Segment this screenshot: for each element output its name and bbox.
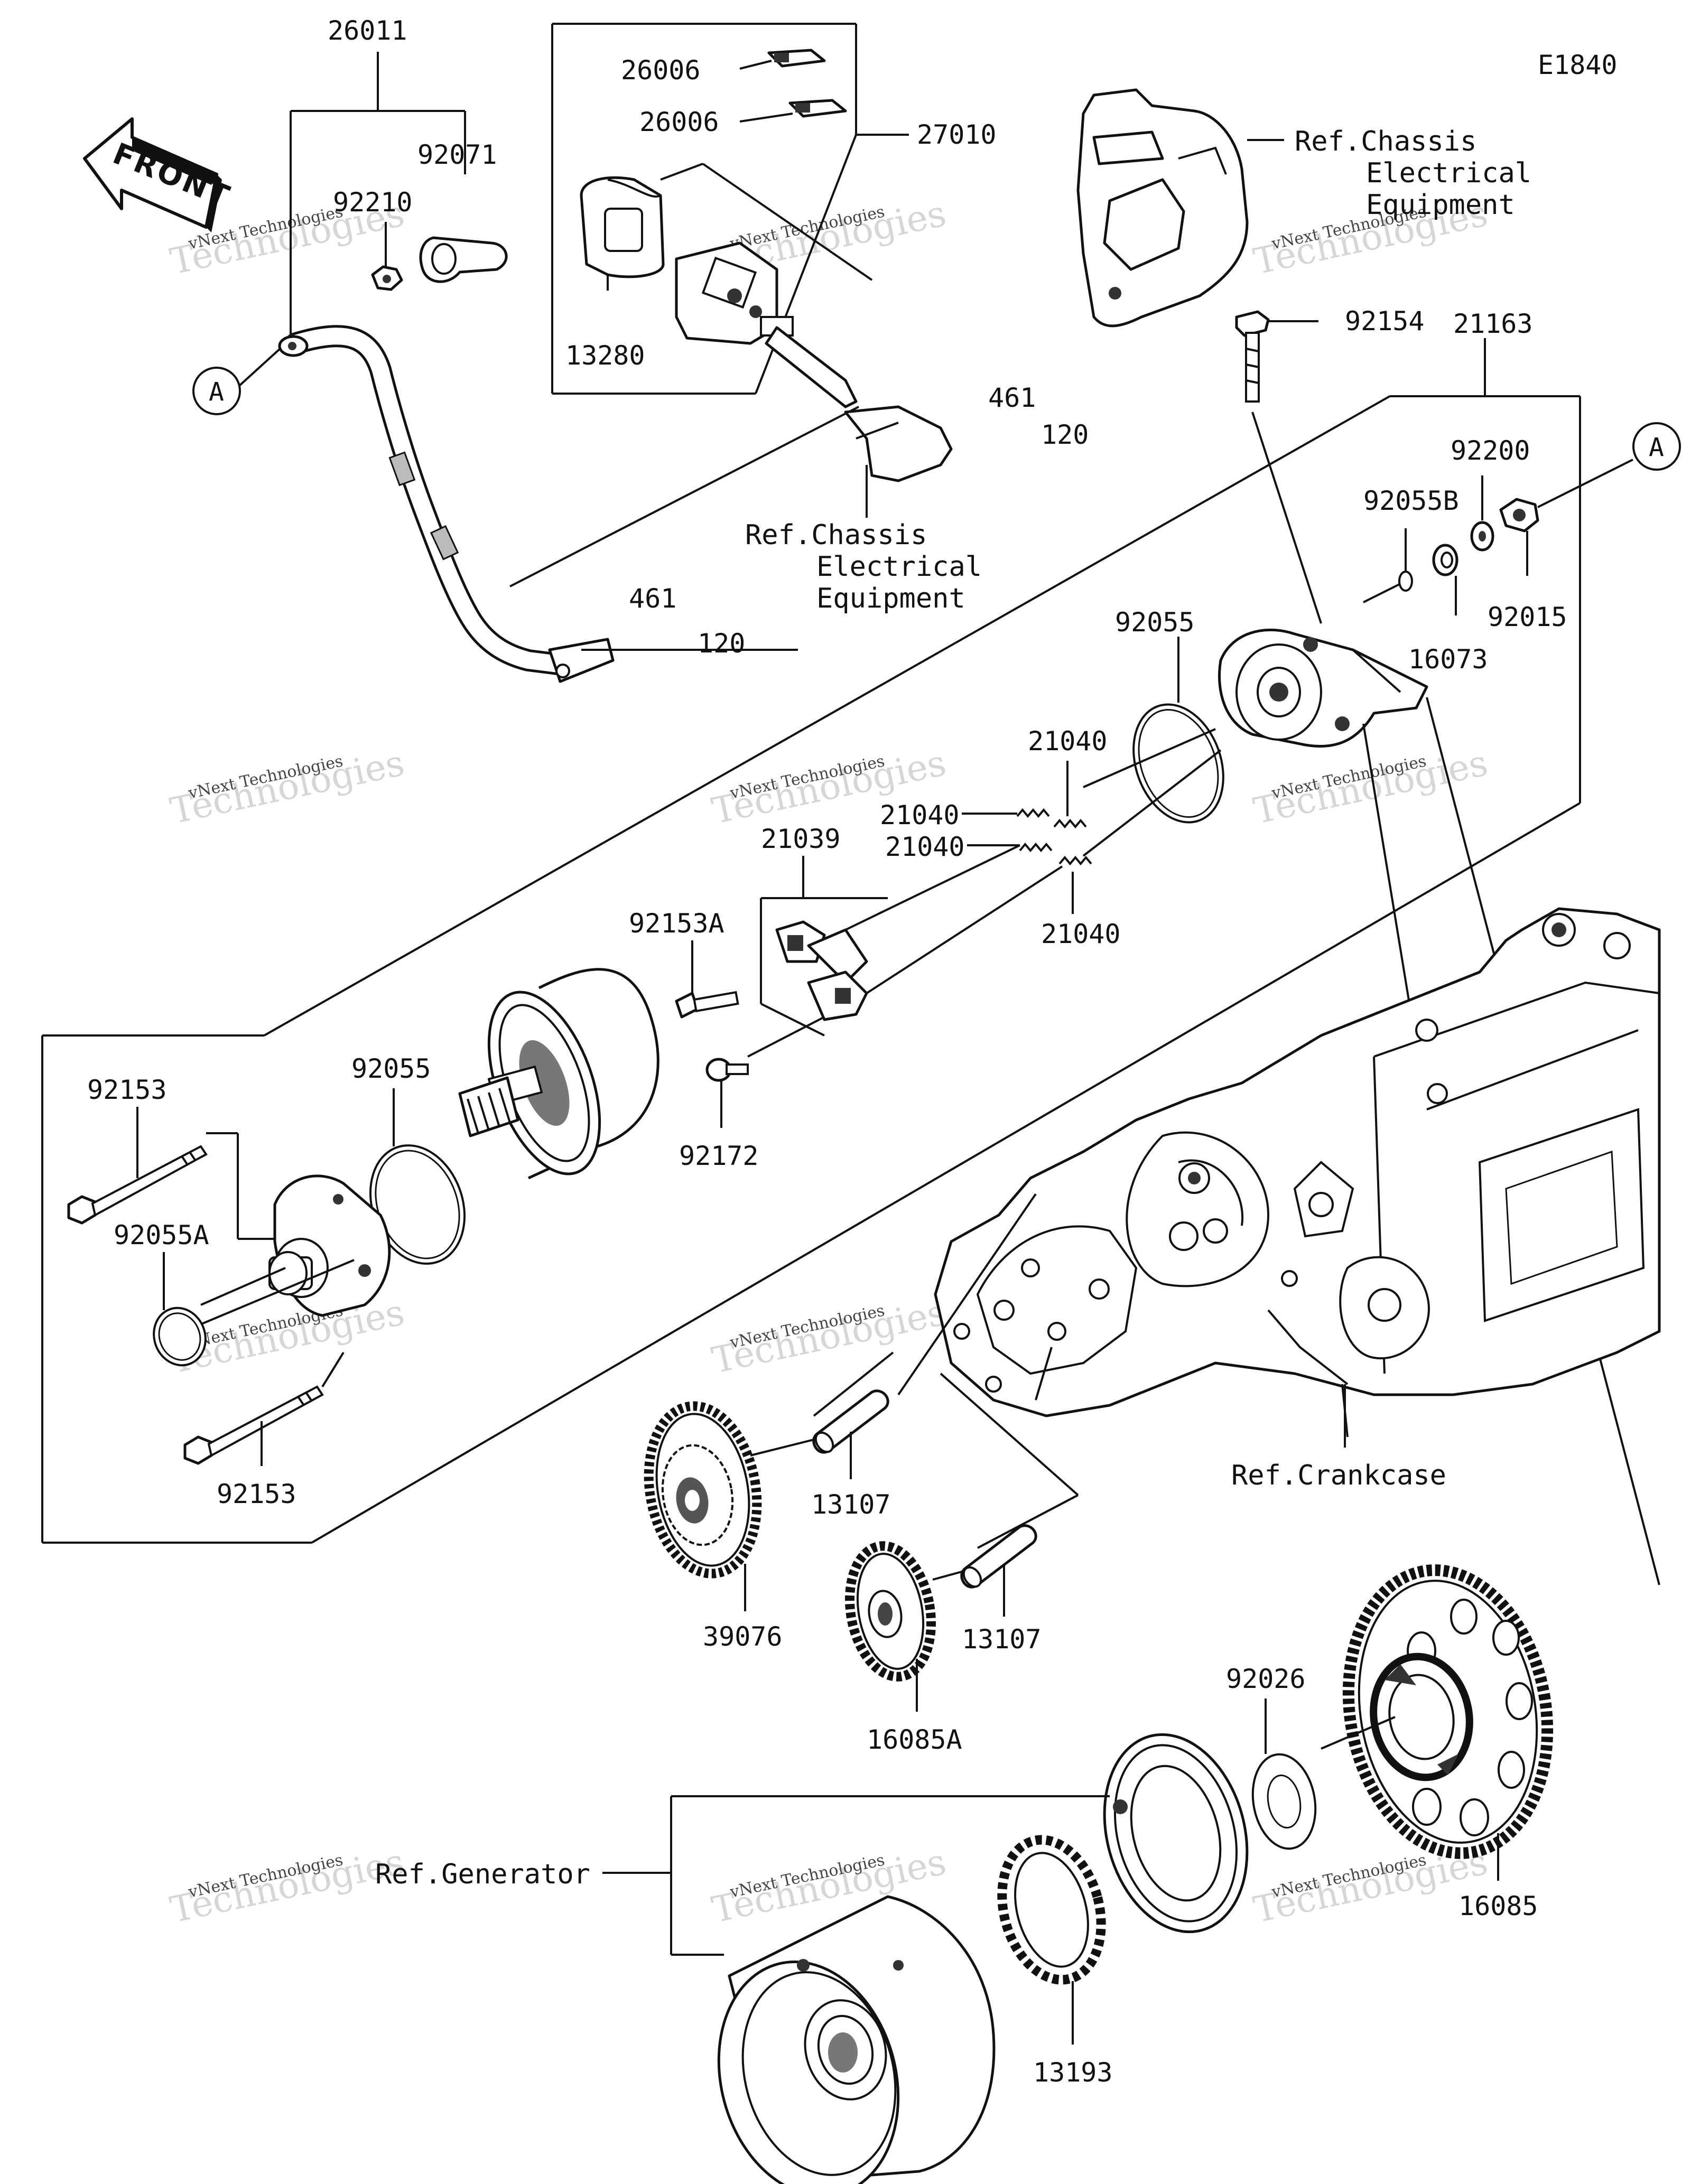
label-92015: 92015 [1488,602,1567,632]
label-27010: 27010 [917,119,997,150]
label-13107: 13107 [811,1489,891,1520]
diagram-code: E1840 [1538,50,1618,80]
label-13193: 13193 [1033,2057,1113,2088]
label-92055a: 92055A [114,1220,209,1250]
label-461: 461 [629,583,676,614]
generator-rotor-hub [1103,1733,1249,1934]
terminal-boot [419,236,508,283]
label-26006: 26006 [621,55,701,86]
ref-generator: Ref.Generator [375,1859,590,1890]
label-21039: 21039 [761,824,841,854]
o-ring-92055a [153,1306,207,1367]
ref-chassis-top-2: Electrical [1366,157,1531,189]
ref-labels: Ref.Chassis Electrical Equipment Ref.Cha… [375,126,1531,1890]
label-21040: 21040 [880,800,960,830]
spring-21040-b [1053,818,1087,829]
label-92055: 92055 [351,1053,431,1084]
label-120: 120 [1041,419,1089,450]
starter-cable [238,325,615,683]
idle-shaft-13107-b [960,1524,1037,1589]
o-ring-92055b [1398,571,1413,592]
label-26011: 26011 [328,15,407,46]
svg-text:A: A [1649,433,1664,462]
idle-gear-16085a [845,1541,936,1682]
label-21040: 21040 [1028,726,1108,757]
brush-holder [775,920,868,1021]
washer-92200 [1470,521,1494,552]
label-92026: 92026 [1226,1664,1306,1694]
label-21040: 21040 [885,832,965,862]
screw-92172 [705,1058,749,1082]
callout-a-right: A [1632,422,1681,471]
label-461: 461 [988,382,1036,413]
generator-flywheel [717,1895,996,2184]
crankcase [934,907,1661,1438]
starter-end-cover [1218,628,1660,1585]
svg-text:A: A [209,377,224,407]
label-92071: 92071 [417,139,497,170]
label-120: 120 [698,628,745,659]
part-labels: 26011 92071 92210 26006 26006 27010 1328… [87,15,1567,2088]
spring-21040-c [1019,842,1053,853]
label-92153: 92153 [217,1479,296,1509]
washer-92026 [1251,1753,1317,1850]
label-16073: 16073 [1408,644,1488,675]
label-16085a: 16085A [867,1724,962,1755]
label-39076: 39076 [703,1621,783,1652]
label-26006: 26006 [639,107,719,137]
bolt-92153-upper [67,1145,208,1225]
label-92200: 92200 [1451,435,1530,466]
label-16085: 16085 [1458,1891,1538,1921]
idle-shaft-13107-a [812,1389,889,1454]
label-92172: 92172 [679,1141,759,1171]
o-ring-92055-top [1132,703,1224,824]
ref-chassis-mid-3: Equipment [816,583,965,614]
nut-92210 [371,265,403,291]
label-21163: 21163 [1453,309,1533,339]
relay-cover [580,176,665,278]
label-92154: 92154 [1345,306,1425,337]
label-92055: 92055 [1115,607,1195,638]
label-13107: 13107 [962,1624,1042,1655]
spring-21040-a [1016,808,1050,818]
one-way-clutch-13193 [997,1835,1106,1985]
starter-idle-gear-39076 [644,1401,762,1579]
fuse-lower [739,99,847,123]
nut-92015 [1499,498,1539,533]
label-92153a: 92153A [629,908,724,939]
ref-chassis-mid-1: Ref.Chassis [745,519,927,551]
bolt-92153a [675,991,739,1019]
ref-chassis-top-3: Equipment [1366,189,1515,221]
starter-motor-yoke [458,968,659,1180]
spacer-16073 [1432,544,1458,576]
chassis-electrical-equipment [1076,88,1284,328]
relay-bracket [551,23,909,395]
starter-front-cover [268,1174,391,1317]
label-92210: 92210 [333,187,413,218]
bolt-92153-lower [183,1385,324,1465]
front-direction-arrow: FRONT [83,117,236,232]
ref-chassis-top-1: Ref.Chassis [1295,126,1476,157]
ref-chassis-mid-2: Electrical [816,551,982,583]
label-13280: 13280 [565,340,645,371]
spring-21040-d [1058,855,1092,866]
fuse-upper [739,49,826,70]
label-92153: 92153 [87,1075,167,1105]
bolt-92154 [1235,310,1318,403]
label-21040: 21040 [1041,919,1121,949]
label-92055b: 92055B [1363,486,1459,516]
starter-relay [675,241,953,482]
ref-crankcase: Ref.Crankcase [1231,1460,1446,1491]
starter-clutch-gear-16085 [1342,1564,1554,1859]
callout-a-left: A [192,367,241,415]
